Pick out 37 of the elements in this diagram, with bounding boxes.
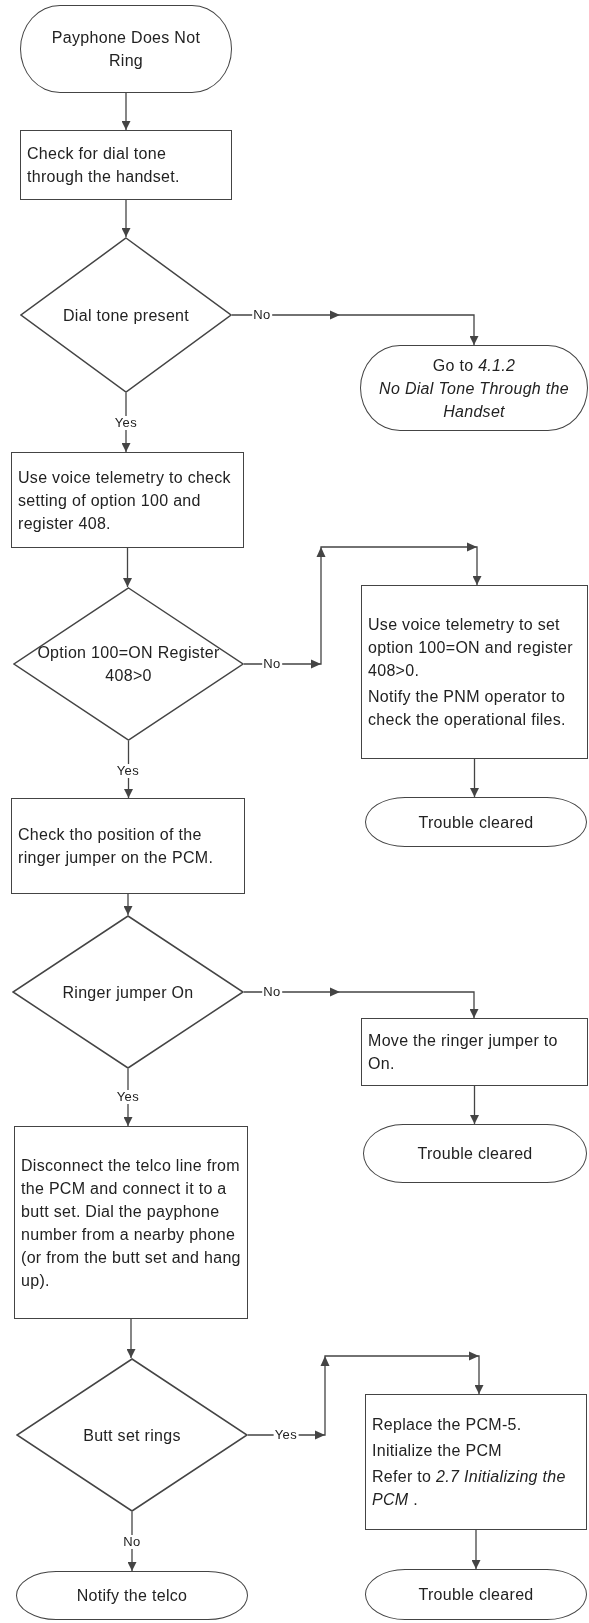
terminator-text: No Dial Tone Through the Handset xyxy=(378,378,570,422)
terminator-text: Payphone Does Not Ring xyxy=(50,28,202,71)
terminator-text: Trouble cleared xyxy=(418,812,534,833)
edge-label: No xyxy=(122,1535,142,1549)
process-box xyxy=(361,585,588,759)
terminator-shape xyxy=(360,345,588,431)
decision-text: Butt set rings xyxy=(83,1425,181,1446)
edge-label: Yes xyxy=(273,1428,299,1442)
decision-text: Ringer jumper On xyxy=(62,982,194,1003)
edge-label: No xyxy=(262,985,282,999)
edge-label: Yes xyxy=(113,416,139,430)
terminator-text: Go to 4.1.2 xyxy=(432,355,516,376)
step-text: Notify the PNM operator to check the operational files. xyxy=(368,687,567,730)
process-box xyxy=(361,1018,588,1086)
process-box xyxy=(365,1394,587,1530)
process-box xyxy=(11,798,245,894)
process-box xyxy=(14,1126,248,1319)
edge-label: Yes xyxy=(115,764,141,778)
edge-label: No xyxy=(252,308,272,322)
step-text: Check tho position of the ringer jumper on the PCM. xyxy=(18,825,215,868)
process-box xyxy=(20,130,232,200)
step-text: Use voice telemetry to set option 100=ON and register 408>0. xyxy=(368,615,574,681)
step-text: Replace the PCM-5. xyxy=(372,1415,522,1435)
step-text: Disconnect the telco line from the PCM and connect it to a butt set. Dial the payphone number from a nearby phone (or from the butt set and hang up). xyxy=(21,1155,241,1291)
step-text: Refer to 2.7 Initializing the PCM . xyxy=(372,1467,567,1510)
decision-text: Dial tone present xyxy=(62,305,190,326)
step-text: Check for dial tone through the handset. xyxy=(27,144,181,187)
step-text: Initialize the PCM xyxy=(372,1441,502,1461)
terminator-text: Trouble cleared xyxy=(417,1144,533,1164)
edge-label: Yes xyxy=(115,1090,141,1104)
terminator-text: Trouble cleared xyxy=(418,1585,534,1605)
edge-label: No xyxy=(262,657,282,671)
step-text: Move the ringer jumper to On. xyxy=(368,1031,559,1074)
process-box xyxy=(11,452,244,548)
step-text: Use voice telemetry to check setting of option 100 and register 408. xyxy=(18,467,232,534)
terminator-text: Notify the telco xyxy=(76,1586,188,1606)
decision-text: Option 100=ON Register 408>0 xyxy=(36,643,221,686)
